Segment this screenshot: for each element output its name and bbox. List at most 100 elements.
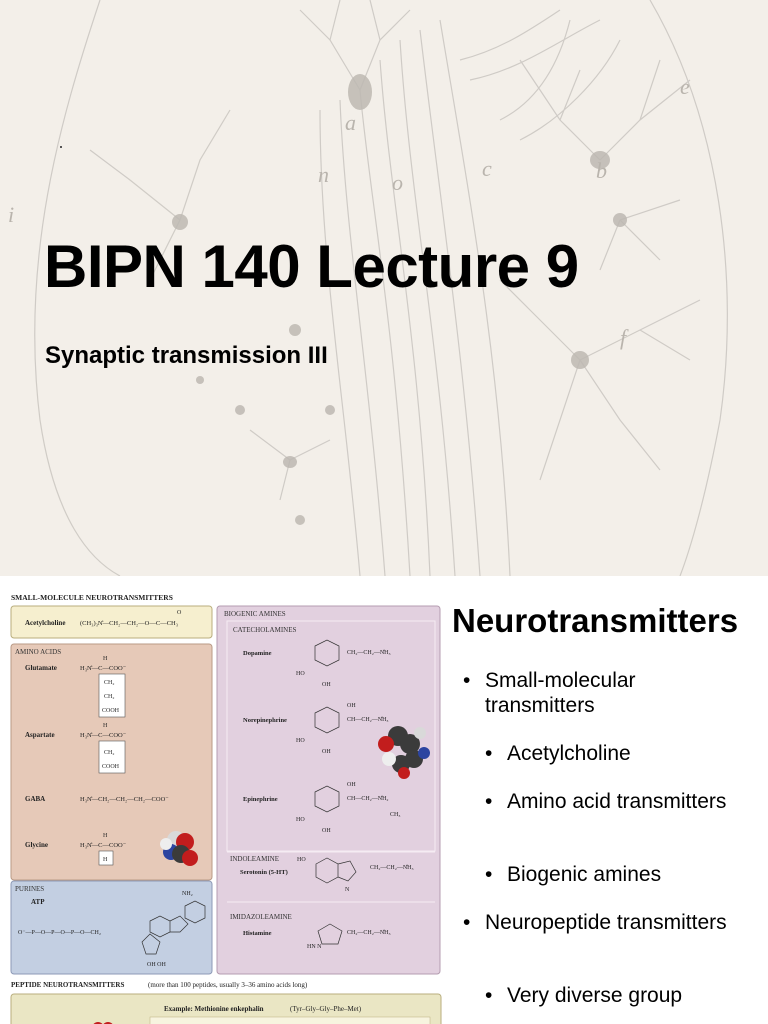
bullet-marker: • <box>485 790 493 813</box>
aspartate-chain-1: CH₂ <box>104 750 114 756</box>
histamine-ring <box>317 923 343 945</box>
norepinephrine-label: Norepinephrine <box>243 717 287 724</box>
bg-label-c: c <box>482 156 492 181</box>
small-molecule-header: SMALL-MOLECULE NEUROTRANSMITTERS <box>11 593 173 602</box>
bullet-very-diverse: • Very diverse group <box>485 983 747 1008</box>
purines-header: PURINES <box>15 885 44 893</box>
glycine-label: Glycine <box>25 841 48 849</box>
bg-label-i: i <box>8 202 14 227</box>
norepinephrine-ho: HO <box>296 738 305 744</box>
glutamate-label: Glutamate <box>25 664 57 672</box>
epinephrine-ho: HO <box>296 817 305 823</box>
norepinephrine-oh: OH <box>322 749 331 755</box>
peptide-example: Example: Methionine enkephalin <box>164 1005 264 1013</box>
bullet-text: Amino acid transmitters <box>507 790 727 813</box>
histamine-label: Histamine <box>243 930 272 937</box>
slide-subtitle: Synaptic transmission III <box>45 342 328 369</box>
aspartate-h: H <box>103 723 108 729</box>
title-slide: a n o b c e f i BIPN 140 Lecture 9 Synap… <box>0 0 768 576</box>
norepinephrine-ring <box>314 706 340 734</box>
histamine-side: CH₂—CH₂—N̊H₃ <box>347 929 391 936</box>
stray-dot <box>60 146 62 148</box>
glycine-below: H <box>103 857 108 863</box>
glycine-formula: H₃N̊—C—COO⁻ <box>80 842 127 849</box>
biogenic-amines-panel <box>216 605 441 975</box>
acetylcholine-o: O <box>177 610 182 616</box>
glutamate-chain-2: CH₂ <box>104 694 114 700</box>
indoleamine-header: INDOLEAMINE <box>230 855 279 863</box>
bullet-marker: • <box>485 984 493 1007</box>
glycine-h: H <box>103 833 108 839</box>
bg-label-b: b <box>596 158 607 183</box>
bullet-marker: • <box>463 669 471 692</box>
peptide-sequence: (Tyr–Gly–Gly–Phe–Met) <box>290 1005 362 1013</box>
dopamine-ho: HO <box>296 671 305 677</box>
epinephrine-oh: OH <box>322 828 331 834</box>
glycine-space-fill-model <box>160 831 198 866</box>
catecholamines-header: CATECHOLAMINES <box>233 626 296 634</box>
glutamate-formula: H₃N̊—C—COO⁻ <box>80 665 127 672</box>
imidazoleamine-header: IMIDAZOLEAMINE <box>230 913 292 921</box>
purines-panel <box>10 880 213 975</box>
dopamine-label: Dopamine <box>243 650 272 657</box>
atp-label: ATP <box>31 898 45 906</box>
atp-phosphates: O⁻—P—O—P—O—P—O—CH₂ <box>18 930 101 936</box>
serotonin-ho: HO <box>297 857 306 863</box>
glutamate-chain-3: COOH <box>102 708 120 714</box>
neurotransmitters-title: Neurotransmitters <box>452 602 739 639</box>
glutamate-chain-1: CH₂ <box>104 680 114 686</box>
peptide-panel <box>10 993 442 1024</box>
bullet-small-molecular: • Small-molecular transmitters <box>463 668 745 718</box>
epinephrine-label: Epinephrine <box>243 796 278 803</box>
bullet-marker: • <box>485 742 493 765</box>
aspartate-label: Aspartate <box>25 731 55 739</box>
bullet-marker: • <box>463 911 471 934</box>
bullet-neuropeptide: • Neuropeptide transmitters <box>463 910 745 935</box>
bullet-amino-acid: • Amino acid transmitters <box>485 789 747 814</box>
aspartate-formula: H₃N̊—C—COO⁻ <box>80 732 127 739</box>
amino-acids-header: AMINO ACIDS <box>15 648 61 656</box>
biogenic-header: BIOGENIC AMINES <box>224 610 286 618</box>
gaba-label: GABA <box>25 795 45 803</box>
dopamine-side: CH₂—CH₂—N̊H₃ <box>347 649 391 656</box>
epinephrine-bottom: CH₃ <box>390 812 400 818</box>
serotonin-side: CH₂—CH₂—N̊H₃ <box>370 864 414 871</box>
peptide-header: PEPTIDE NEUROTRANSMITTERS <box>11 981 124 989</box>
norepinephrine-top: OH <box>347 703 356 709</box>
bullet-text: Biogenic amines <box>507 863 662 886</box>
bullet-text: Very diverse group <box>507 984 683 1007</box>
acetylcholine-formula: (CH₃)₃N̊—CH₂—CH₂—O—C—CH₃ <box>80 620 178 627</box>
acetylcholine-panel <box>10 605 213 639</box>
dopamine-ring <box>314 639 340 667</box>
histamine-n: HN N <box>307 944 322 950</box>
bullet-text: Neuropeptide transmitters <box>485 911 727 934</box>
bg-label-n: n <box>318 162 329 187</box>
glutamate-h: H <box>103 656 108 662</box>
gaba-formula: H₃N̊—CH₂—CH₂—CH₂—COO⁻ <box>80 796 169 803</box>
neurotransmitters-slide: SMALL-MOLECULE NEUROTRANSMITTERS Acetylc… <box>0 576 768 1024</box>
peptide-note: (more than 100 peptides, usually 3–36 am… <box>148 981 308 989</box>
epinephrine-top: OH <box>347 782 356 788</box>
neurotransmitter-figure: SMALL-MOLECULE NEUROTRANSMITTERS Acetylc… <box>10 593 442 1024</box>
bg-label-a: a <box>345 110 356 135</box>
serotonin-ring <box>315 857 357 884</box>
bullet-text: Small-molecular transmitters <box>485 669 636 717</box>
norepinephrine-side: CH—CH₂—N̊H₃ <box>347 716 389 723</box>
atp-nh2: NH₂ <box>182 891 193 897</box>
serotonin-n: N <box>345 887 350 893</box>
atp-oh: OH OH <box>147 962 166 968</box>
aspartate-chain-2: COOH <box>102 764 120 770</box>
bullet-text: Acetylcholine <box>507 742 631 765</box>
norepinephrine-space-fill-model <box>378 726 430 779</box>
serotonin-label: Serotonin (5-HT) <box>240 869 288 876</box>
bullet-biogenic-amines: • Biogenic amines <box>485 862 747 887</box>
epinephrine-ring <box>314 785 340 813</box>
dopamine-oh: OH <box>322 682 331 688</box>
atp-rings <box>141 900 206 955</box>
bullet-acetylcholine: • Acetylcholine <box>485 741 747 766</box>
acetylcholine-label: Acetylcholine <box>25 619 65 627</box>
slide-title: BIPN 140 Lecture 9 <box>44 233 579 300</box>
bg-label-f: f <box>620 325 629 350</box>
epinephrine-side: CH—CH₂—N̊H₂ <box>347 795 389 802</box>
bg-label-o: o <box>392 170 403 195</box>
